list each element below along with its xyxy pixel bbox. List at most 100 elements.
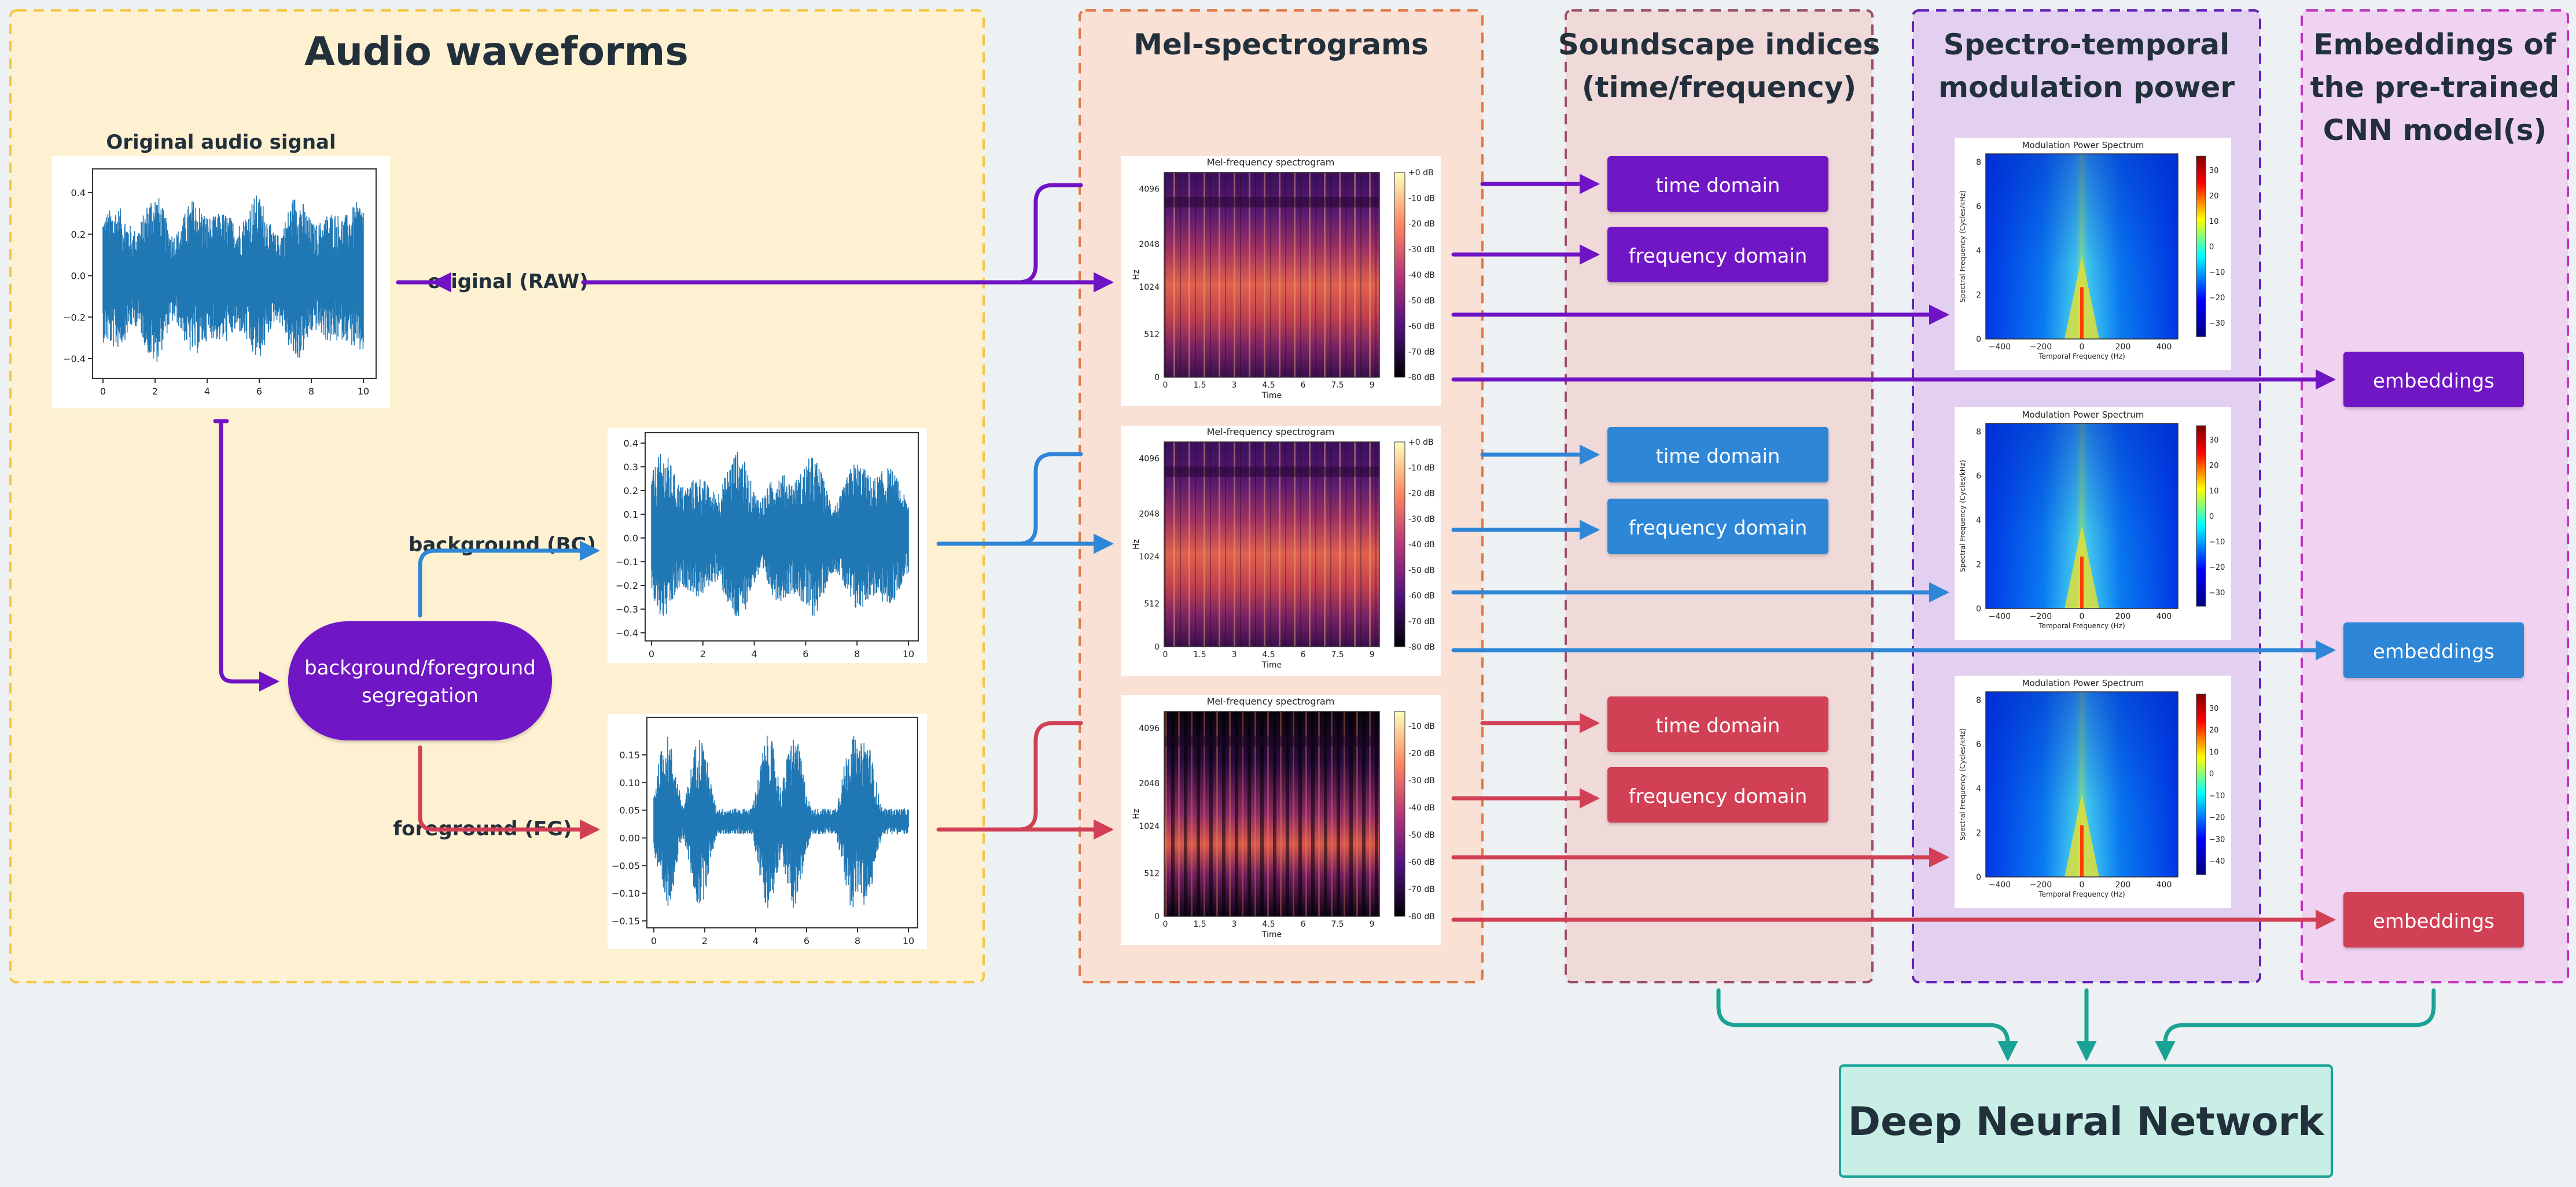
embeddings-button-bg[interactable]: embeddings: [2343, 622, 2524, 678]
spectrogram-x-tick: 4.5: [1262, 381, 1275, 390]
colorbar-tick: +0 dB: [1408, 438, 1434, 447]
modulation-colorbar-tick: 0: [2209, 243, 2214, 252]
spectrogram-xlabel: Time: [1261, 661, 1282, 670]
modulation-y-tick: 0: [1976, 335, 1981, 344]
embeddings-button-fg[interactable]: embeddings: [2343, 892, 2524, 948]
mel-spectrogram-plot-fg: Mel-frequency spectrogramHz4096204810245…: [1121, 695, 1441, 945]
y-tick-label: −0.3: [616, 604, 638, 615]
y-tick-label: 0.00: [619, 833, 640, 844]
time-domain-button-bg[interactable]: time domain: [1607, 427, 1828, 482]
spectrogram-x-tick: 7.5: [1331, 381, 1344, 390]
modulation-colorbar-tick: −40: [2209, 857, 2225, 866]
modulation-x-tick: 200: [2115, 612, 2131, 621]
colorbar-tick: -60 dB: [1408, 592, 1435, 601]
modulation-y-tick: 8: [1976, 427, 1981, 437]
modulation-colorbar-tick: −30: [2209, 835, 2225, 844]
modulation-colorbar-tick: −20: [2209, 563, 2225, 572]
spectrogram-y-tick: 0: [1154, 373, 1160, 382]
modulation-y-tick: 6: [1976, 202, 1981, 212]
colorbar-tick: -10 dB: [1408, 463, 1435, 473]
y-tick-label: 0.4: [624, 438, 638, 449]
embeddings-label-raw: embeddings: [2373, 370, 2494, 393]
time-domain-label-bg: time domain: [1656, 445, 1780, 468]
time-domain-button-fg[interactable]: time domain: [1607, 696, 1828, 752]
modulation-colorbar-tick: 0: [2209, 770, 2214, 779]
modulation-x-tick: 400: [2157, 880, 2172, 890]
label-background-bg: background (BG): [409, 533, 596, 556]
spectrogram-x-tick: 3: [1232, 920, 1237, 929]
modulation-colorbar-tick: 20: [2209, 192, 2219, 201]
modulation-x-tick: −200: [2030, 342, 2052, 352]
y-tick-label: −0.05: [612, 860, 640, 871]
frequency-domain-button-fg[interactable]: frequency domain: [1607, 767, 1828, 823]
embeddings-label-fg: embeddings: [2373, 910, 2494, 933]
embeddings-button-raw[interactable]: embeddings: [2343, 352, 2524, 407]
spectrogram-x-tick: 3: [1232, 381, 1237, 390]
colorbar-tick: -70 dB: [1408, 348, 1435, 357]
modulation-y-tick: 4: [1976, 784, 1981, 794]
panel-title-mel-spectrograms: Mel-spectrograms: [1134, 28, 1429, 61]
frequency-domain-label-fg: frequency domain: [1629, 785, 1808, 808]
modulation-x-tick: 400: [2157, 612, 2172, 621]
panel-title-soundscape-indices-line2: (time/frequency): [1582, 71, 1856, 104]
modulation-colorbar-tick: 20: [2209, 727, 2219, 735]
colorbar-tick: -40 dB: [1408, 803, 1435, 813]
x-tick-label: 10: [903, 935, 914, 946]
panel-title-embeddings-line2: the pre-trained: [2310, 71, 2560, 104]
panel-title-modulation-line2: modulation power: [1938, 71, 2235, 104]
y-tick-label: 0.3: [624, 462, 638, 473]
modulation-colorbar-tick: 10: [2209, 748, 2219, 757]
modulation-colorbar-tick: −10: [2209, 538, 2225, 547]
y-tick-label: 0.10: [619, 777, 640, 788]
spectrogram-xlabel: Time: [1261, 930, 1282, 939]
time-domain-label-fg: time domain: [1656, 714, 1780, 738]
frequency-domain-button-bg[interactable]: frequency domain: [1607, 499, 1828, 554]
colorbar-tick: -40 dB: [1408, 540, 1435, 550]
y-tick-label: −0.10: [612, 888, 640, 899]
spectrogram-ylabel: Hz: [1132, 809, 1141, 819]
panel-title-soundscape-indices-line1: Soundscape indices: [1558, 28, 1881, 61]
spectrogram-x-tick: 6: [1301, 920, 1306, 929]
panel-title-audio-waveforms: Audio waveforms: [304, 29, 689, 75]
waveform-trace: [102, 196, 364, 362]
x-tick-label: 6: [803, 648, 808, 659]
modulation-y-tick: 6: [1976, 740, 1981, 750]
spectrogram-x-tick: 6: [1301, 650, 1306, 659]
modulation-title: Modulation Power Spectrum: [2022, 678, 2144, 688]
segregation-label-line2: segregation: [362, 684, 479, 707]
panel-cnn-embeddings: [2301, 9, 2569, 983]
y-tick-label: −0.15: [612, 916, 640, 927]
modulation-x-tick: 200: [2115, 880, 2131, 890]
modulation-y-tick: 0: [1976, 873, 1981, 882]
colorbar-tick: -50 dB: [1408, 566, 1435, 575]
modulation-colorbar-tick: 20: [2209, 462, 2219, 470]
spectrogram-y-tick: 0: [1154, 643, 1160, 652]
modulation-colorbar-tick: 10: [2209, 487, 2219, 496]
spectrogram-x-tick: 0: [1163, 381, 1168, 390]
colorbar-tick: -60 dB: [1408, 322, 1435, 331]
modulation-colorbar-tick: 30: [2209, 436, 2219, 445]
deep-neural-network-node: Deep Neural Network: [1839, 1064, 2333, 1178]
y-tick-label: −0.4: [63, 353, 86, 364]
x-tick-label: 8: [855, 935, 860, 946]
x-tick-label: 4: [752, 648, 757, 659]
waveform-trace: [651, 452, 909, 616]
modulation-colorbar-tick: 10: [2209, 218, 2219, 226]
colorbar-tick: -20 dB: [1408, 220, 1435, 229]
modulation-y-tick: 2: [1976, 829, 1981, 838]
frequency-domain-button-raw[interactable]: frequency domain: [1607, 227, 1828, 282]
x-tick-label: 6: [256, 386, 262, 397]
spectrogram-y-tick: 1024: [1139, 822, 1160, 831]
time-domain-button-raw[interactable]: time domain: [1607, 156, 1828, 212]
modulation-colorbar-tick: −30: [2209, 589, 2225, 598]
modulation-x-tick: −400: [1989, 612, 2011, 621]
modulation-x-tick: −200: [2030, 612, 2052, 621]
spectrogram-y-tick: 4096: [1139, 185, 1160, 194]
modulation-y-tick: 8: [1976, 158, 1981, 167]
spectrogram-title: Mel-frequency spectrogram: [1207, 426, 1335, 437]
colorbar-tick: -70 dB: [1408, 617, 1435, 626]
